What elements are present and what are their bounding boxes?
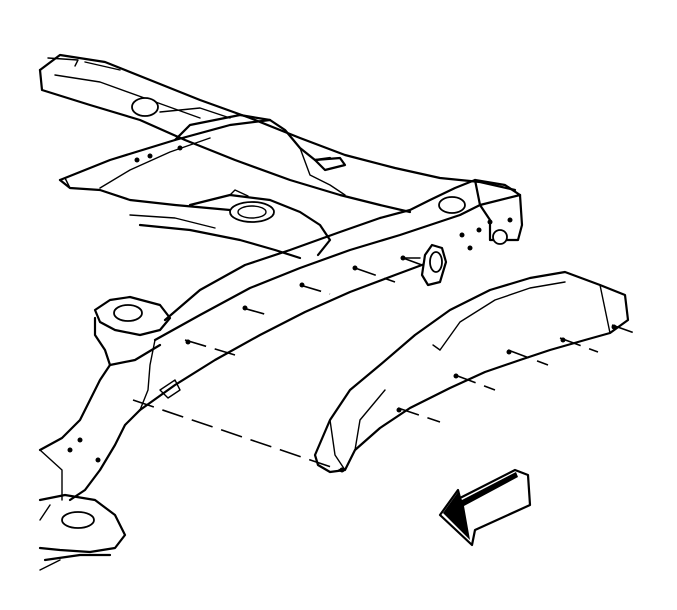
rail-end-hole [438, 196, 466, 214]
alignment-line-2 [184, 339, 236, 356]
alignment-line-8 [454, 374, 496, 391]
main-frame-rail [138, 178, 524, 412]
alignment-line-5 [354, 267, 396, 283]
front-mount-hole [61, 511, 95, 529]
alignment-line-9 [507, 349, 549, 366]
mount-pad [229, 201, 275, 223]
alignment-line-11 [611, 324, 641, 336]
body-mount-hole [113, 304, 143, 322]
alignment-line-10 [559, 337, 599, 353]
rail-side-hole [492, 229, 508, 245]
reinforcement-plate [313, 270, 630, 474]
rail-hole [131, 97, 159, 117]
alignment-line-1 [132, 399, 341, 471]
fastener-alignment-lines [132, 255, 641, 473]
upper-frame-rail [38, 53, 517, 214]
alignment-line-6 [402, 257, 431, 269]
alignment-line-7 [397, 407, 441, 423]
center-mount [129, 189, 332, 260]
front-frame-section [38, 295, 181, 571]
cross-member [58, 113, 347, 212]
alignment-line-4 [299, 284, 331, 295]
direction-arrow-icon [438, 468, 532, 547]
